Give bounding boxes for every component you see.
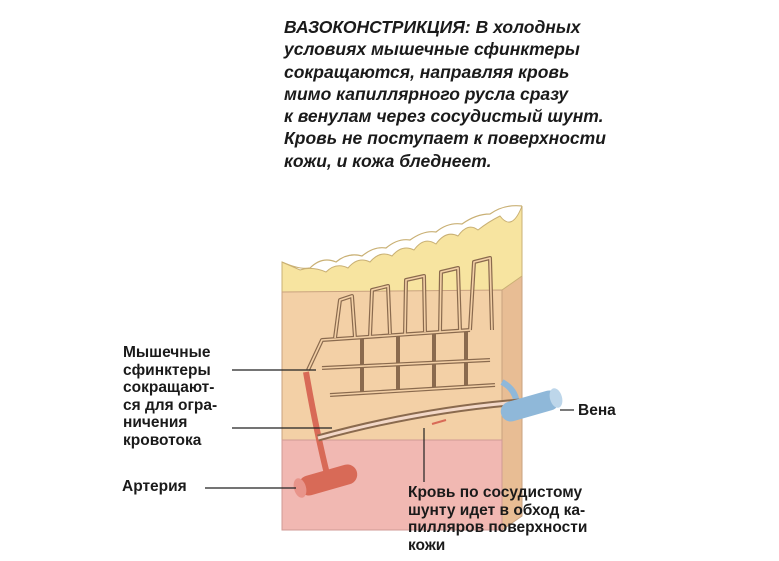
vein-label: Вена — [578, 402, 616, 419]
sphincters-label: Мышечные сфинктеры сокращают- ся для огр… — [123, 344, 218, 449]
epidermis-top — [281, 205, 523, 269]
artery — [293, 464, 358, 498]
artery-label: Артерия — [122, 478, 187, 495]
leader-lines — [205, 369, 574, 489]
hypodermis-layer — [281, 439, 503, 531]
capillary-network-inner — [307, 257, 496, 396]
shunt-label: Кровь по сосудистому шунту идет в обход … — [408, 484, 588, 554]
shunt-arrow-icon — [431, 419, 447, 425]
caption: ВАЗОКОНСТРИКЦИЯ: В холодных условиях мыш… — [284, 17, 606, 171]
shunt-vessel-inner — [317, 400, 521, 440]
epidermis-layer — [281, 205, 523, 301]
vein — [500, 388, 563, 422]
